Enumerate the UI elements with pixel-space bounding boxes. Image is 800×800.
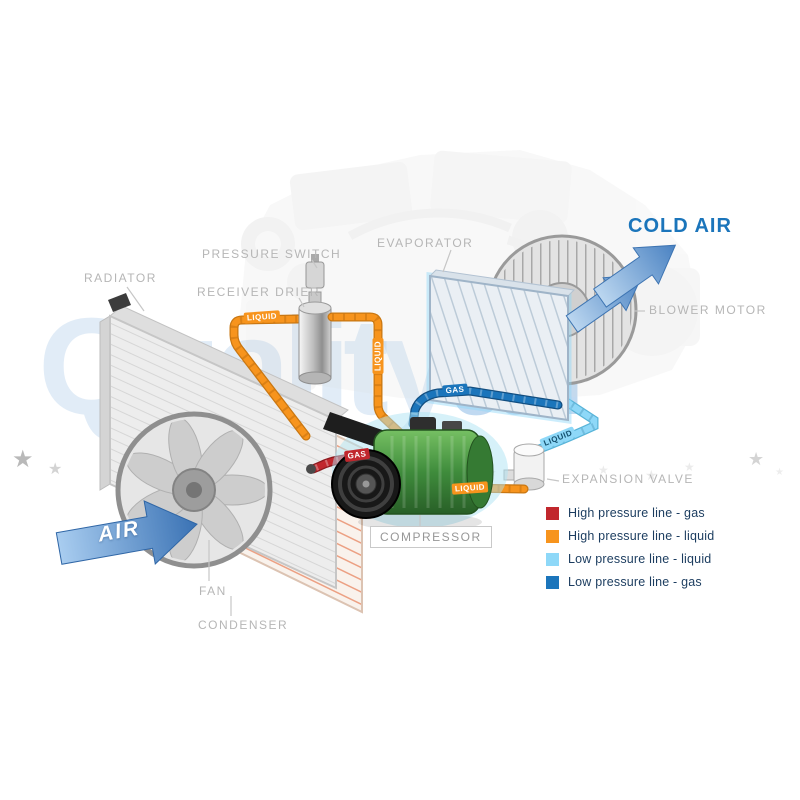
expansion-valve: [503, 443, 545, 491]
pipe-label-liquid: LIQUID: [372, 337, 384, 375]
legend-item-high-pressure-liquid: High pressure line - liquid: [546, 529, 714, 543]
radiator-bracket: [108, 293, 131, 312]
pressure-switch: [305, 254, 325, 289]
star-icon: ★: [748, 449, 765, 469]
pipe-high-pressure-liquid-condenser-to-drier: [229, 314, 311, 441]
legend-swatch-low-pressure-liquid: [546, 552, 559, 566]
legend: High pressure line - gas High pressure l…: [546, 506, 714, 598]
legend-label: High pressure line - gas: [568, 506, 705, 520]
legend-item-low-pressure-liquid: Low pressure line - liquid: [546, 552, 714, 566]
pipe-label-gas: GAS: [442, 383, 468, 397]
label-fan: FAN: [199, 584, 227, 598]
compressor: [323, 412, 508, 531]
star-icon: ★: [775, 467, 784, 478]
label-compressor: COMPRESSOR: [370, 526, 492, 548]
label-pressure-switch: PRESSURE SWITCH: [202, 247, 342, 261]
star-icon: ★: [12, 446, 34, 473]
fan: [115, 411, 273, 569]
legend-label: Low pressure line - liquid: [568, 552, 712, 566]
star-icon: ★: [645, 467, 658, 483]
star-icon: ★: [684, 460, 695, 474]
air-arrow: [55, 500, 198, 566]
cold-air-label: COLD AIR: [628, 215, 732, 237]
legend-label: Low pressure line - gas: [568, 575, 702, 589]
label-receiver-drier: RECEIVER DRIER: [197, 285, 321, 299]
legend-item-low-pressure-gas: Low pressure line - gas: [546, 575, 714, 589]
star-icon: ★: [48, 461, 63, 478]
pipe-low-pressure-gas: [408, 386, 563, 429]
legend-item-high-pressure-gas: High pressure line - gas: [546, 506, 714, 520]
compressor-pulley: [331, 449, 401, 519]
label-radiator: RADIATOR: [84, 271, 157, 285]
label-blower-motor: BLOWER MOTOR: [649, 303, 767, 317]
star-icon: ★: [598, 463, 609, 477]
legend-swatch-low-pressure-gas: [546, 575, 559, 589]
label-condenser: CONDENSER: [198, 618, 289, 632]
label-evaporator: EVAPORATOR: [377, 236, 474, 250]
receiver-drier: [298, 291, 332, 385]
legend-swatch-high-pressure-gas: [546, 506, 559, 520]
legend-label: High pressure line - liquid: [568, 529, 715, 543]
cold-air-arrows: [565, 244, 677, 333]
legend-swatch-high-pressure-liquid: [546, 529, 559, 543]
label-expansion-valve: EXPANSION VALVE: [562, 472, 694, 486]
leader-lines: [126, 249, 645, 616]
